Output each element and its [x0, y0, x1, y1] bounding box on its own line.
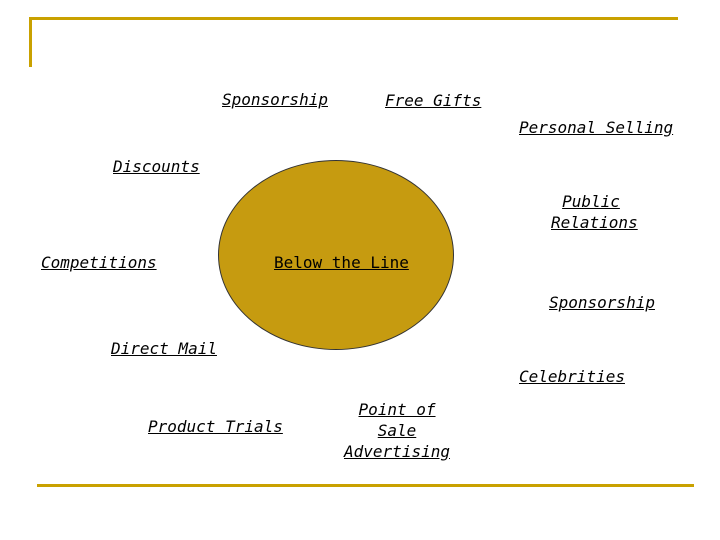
item-product-trials: Product Trials: [148, 417, 283, 436]
central-ellipse: [218, 160, 454, 350]
item-point-of-sale: Point of Sale Advertising: [344, 400, 450, 461]
item-celebrities: Celebrities: [519, 367, 625, 386]
item-free-gifts: Free Gifts: [385, 91, 482, 110]
item-discounts: Discounts: [113, 157, 200, 176]
item-public-relations: Public Relations: [551, 192, 638, 232]
item-competitions: Competitions: [41, 253, 157, 272]
frame-top-line: [29, 17, 678, 20]
center-label: Below the Line: [274, 253, 409, 272]
item-direct-mail: Direct Mail: [111, 339, 217, 358]
frame-bottom-line: [37, 484, 694, 487]
frame-left-line: [29, 17, 32, 67]
item-sponsorship-right: Sponsorship: [549, 293, 655, 312]
item-sponsorship-top: Sponsorship: [222, 90, 328, 109]
item-personal-selling: Personal Selling: [519, 118, 674, 137]
